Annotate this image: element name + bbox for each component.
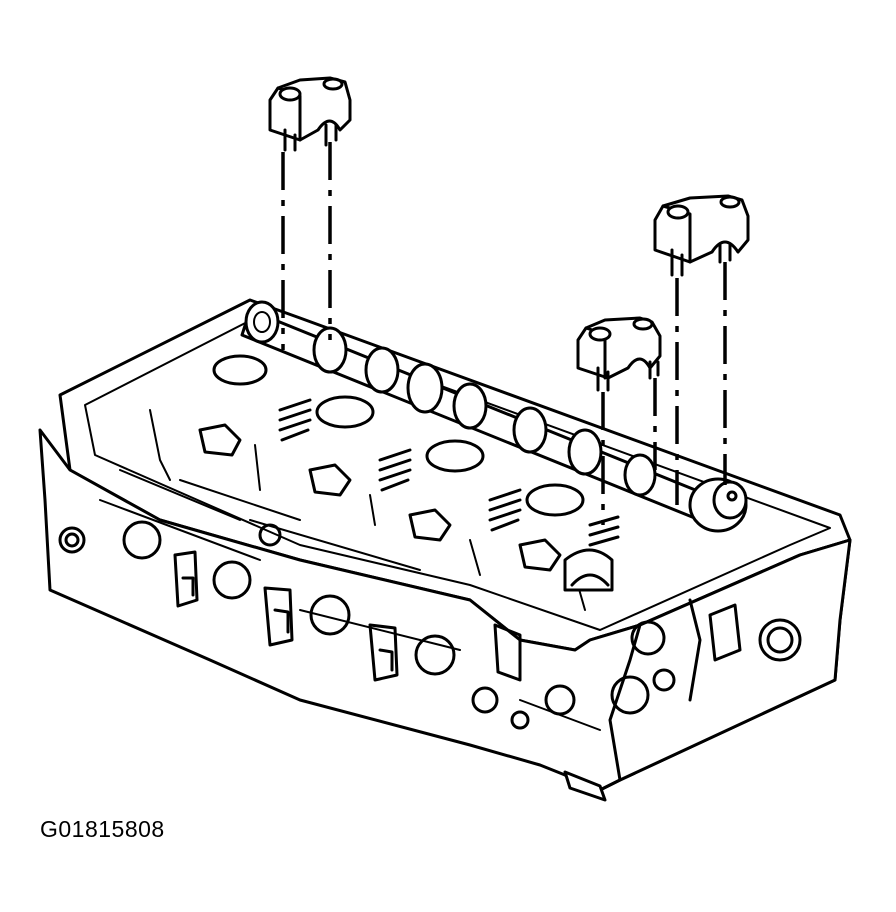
front-face-ports [58, 499, 802, 731]
bearing-cap-2 [653, 194, 750, 277]
alignment-lines [281, 142, 727, 525]
cylinder-head [38, 298, 852, 802]
camshaft [240, 300, 748, 533]
figure-id-label: G01815808 [40, 816, 165, 842]
bearing-cap-3 [576, 316, 662, 392]
bearing-cap-1 [268, 76, 352, 152]
valve-train [119, 354, 620, 611]
